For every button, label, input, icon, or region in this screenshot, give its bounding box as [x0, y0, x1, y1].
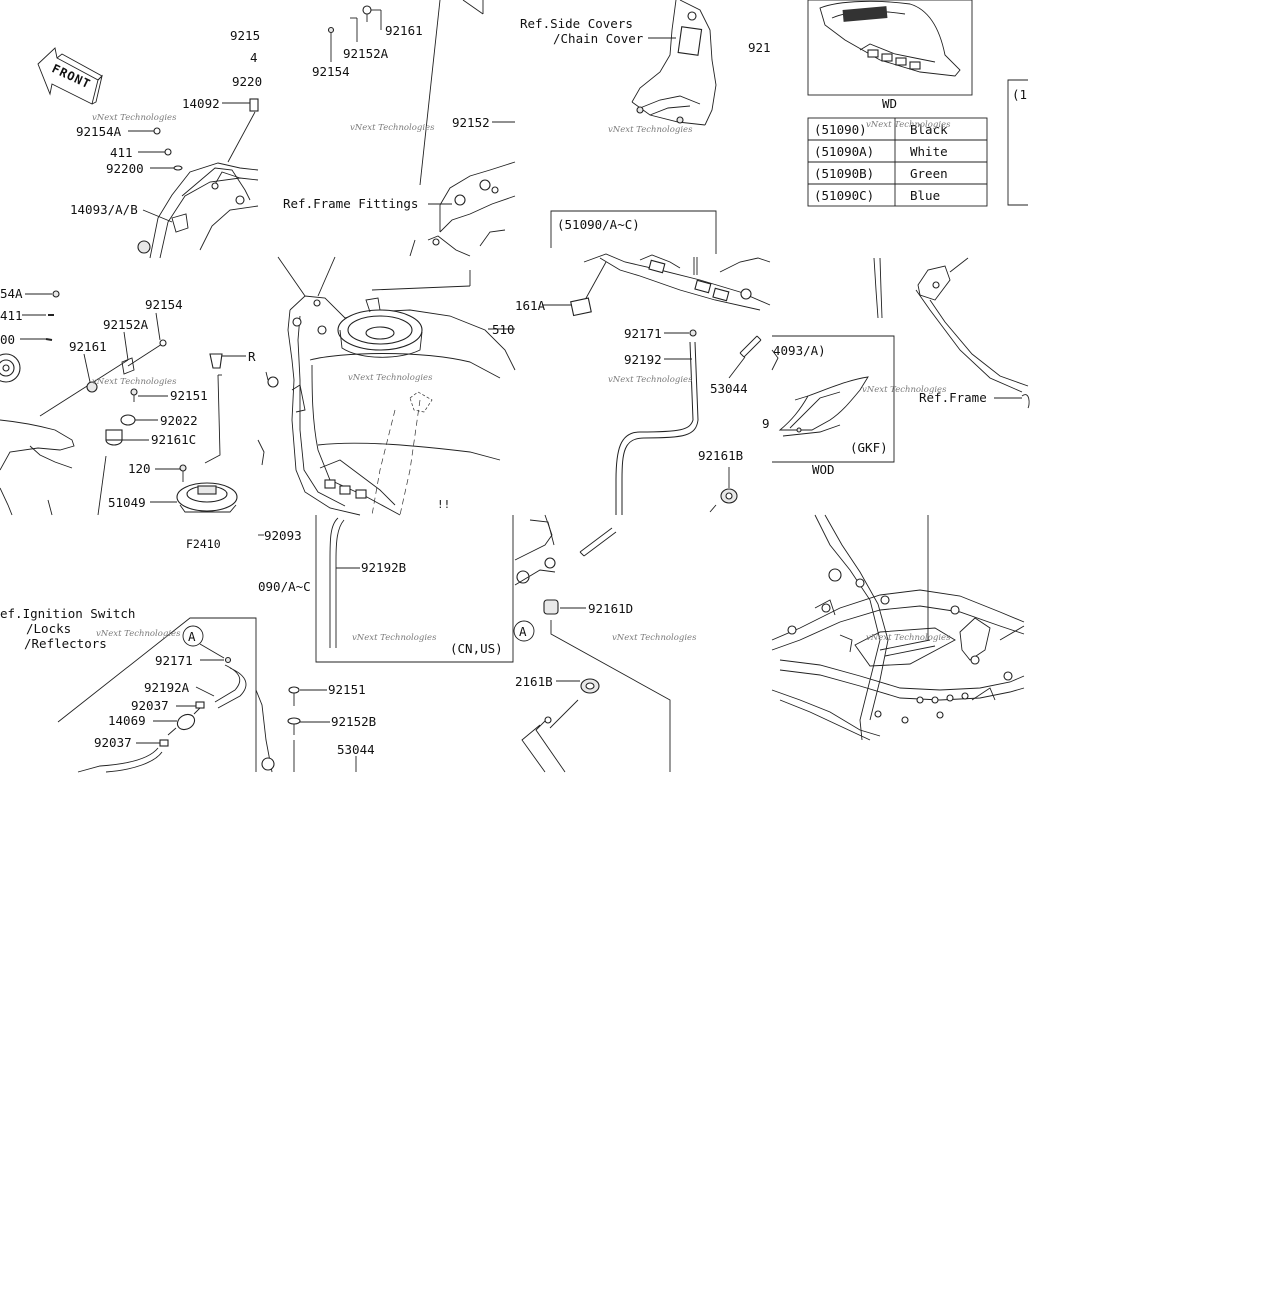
label-1-cut: (1	[1012, 87, 1027, 102]
watermark-4: vNext Technologies	[866, 120, 951, 130]
label-92161-top: 92161	[385, 23, 423, 38]
label-14069: 14069	[108, 713, 146, 728]
label-ref-side-covers: Ref.Side Covers	[520, 16, 633, 31]
label-14093ab: 14093/A/B	[70, 202, 138, 217]
label-gkf: (GKF)	[850, 440, 888, 455]
front-arrow-icon: FRONT	[37, 47, 103, 105]
watermark-2: vNext Technologies	[350, 123, 435, 133]
label-411-left: 411	[0, 308, 23, 323]
label-92192b: 92192B	[361, 560, 406, 575]
label-00-cut: 00	[0, 332, 15, 347]
label-92037-b: 92037	[94, 735, 132, 750]
label-510-cut: 510	[492, 322, 515, 337]
label-14092: 14092	[182, 96, 220, 111]
label-090ac-cut: 090/A~C	[258, 579, 311, 594]
label-92037-a: 92037	[131, 698, 169, 713]
watermark-11: vNext Technologies	[612, 633, 697, 643]
circle-a-mid: A	[519, 624, 527, 639]
label-f2410: F2410	[186, 537, 221, 551]
color-variant-table: (51090) Black (51090A) White (51090B) Gr…	[807, 117, 988, 207]
panel-mid-center: (51090/A~C) 161A 92171 92192 53044 92161…	[515, 210, 771, 515]
label-411-top: 411	[110, 145, 133, 160]
label-92161c: 92161C	[151, 432, 196, 447]
panel-bottom-middle: 92093 090/A~C 92192B (CN,US) 92151 92152…	[255, 515, 514, 773]
panel-fuel-tank: 510 !! vNext Technologies	[257, 256, 516, 516]
label-reflectors: /Reflectors	[24, 636, 107, 651]
label-ref-ignition: ef.Ignition Switch	[0, 606, 135, 621]
watermark-8: vNext Technologies	[862, 385, 947, 395]
table-color-0: Black	[910, 122, 948, 137]
watermark-7: vNext Technologies	[608, 375, 693, 385]
label-wod: WOD	[812, 462, 835, 477]
label-cn-us: (CN,US)	[450, 641, 503, 656]
label-4093a-cut: 4093/A)	[773, 343, 826, 358]
label-92152a-top: 92152A	[343, 46, 389, 61]
panel-frame: vNext Technologies	[771, 514, 1025, 741]
label-92154a-top: 92154A	[76, 124, 122, 139]
panel-top-left: 92154A 411 92200 14092 14093/A/B 9215 4 …	[70, 28, 262, 259]
label-92171-mid: 92171	[624, 326, 662, 341]
watermark-5: vNext Technologies	[92, 377, 177, 387]
label-92022: 92022	[160, 413, 198, 428]
table-code-3: (51090C)	[814, 188, 874, 203]
label-92154-top: 92154	[312, 64, 350, 79]
label-9-cut: 9	[762, 416, 770, 431]
circle-a-left: A	[188, 629, 196, 644]
label-locks: /Locks	[26, 621, 71, 636]
panel-top-center-right: Ref.Side Covers /Chain Cover 921 vNext T…	[520, 0, 771, 135]
label-92151-bot: 92151	[328, 682, 366, 697]
label-wd: WD	[882, 96, 897, 111]
panel-mid-right: 4093/A) (GKF) WOD Ref.Frame vNext Techno…	[771, 257, 1030, 477]
label-92152-mid: 92152	[452, 115, 490, 130]
label-4-cut: 4	[250, 50, 258, 65]
label-92152a-left: 92152A	[103, 317, 149, 332]
label-92152b: 92152B	[331, 714, 376, 729]
label-r-cut: R	[248, 349, 256, 364]
label-53044-mid: 53044	[710, 381, 748, 396]
label-120: 120	[128, 461, 151, 476]
panel-bottom-center-right: A 92161D 2161B vNext Technologies	[513, 514, 697, 773]
table-code-1: (51090A)	[814, 144, 874, 159]
label-51090ac: (51090/A~C)	[557, 217, 640, 232]
label-51049: 51049	[108, 495, 146, 510]
label-ref-frame-fittings: Ref.Frame Fittings	[283, 196, 418, 211]
table-color-3: Blue	[910, 188, 940, 203]
table-color-1: White	[910, 144, 948, 159]
label-92192a: 92192A	[144, 680, 190, 695]
watermark-10: vNext Technologies	[352, 633, 437, 643]
label-mark-cut: !!	[437, 498, 450, 511]
label-53044-bot: 53044	[337, 742, 375, 757]
table-color-2: Green	[910, 166, 948, 181]
label-54a-cut: 54A	[0, 286, 23, 301]
label-921-cut: 921	[748, 40, 771, 55]
panel-top-middle: 92161 92152A 92154 92152 Ref.Frame Fitti…	[283, 0, 516, 257]
label-92151-left: 92151	[170, 388, 208, 403]
panel-mid-left: 54A 411 00 92161 92152A 92154 92151 9202…	[0, 286, 256, 516]
label-9220-cut: 9220	[232, 74, 262, 89]
label-92161-left: 92161	[69, 339, 107, 354]
watermark-12: vNext Technologies	[866, 633, 951, 643]
panel-top-right: WD (51090) Black (51090A) White (51090B)…	[807, 0, 1028, 207]
label-chain-cover: /Chain Cover	[553, 31, 644, 46]
watermark-6: vNext Technologies	[348, 373, 433, 383]
table-code-0: (51090)	[814, 122, 867, 137]
table-code-2: (51090B)	[814, 166, 874, 181]
label-92161d: 92161D	[588, 601, 633, 616]
panel-bottom-left: F2410 ef.Ignition Switch /Locks /Reflect…	[0, 537, 257, 773]
label-92154-left: 92154	[145, 297, 183, 312]
label-92161b-mid: 92161B	[698, 448, 743, 463]
watermark-3: vNext Technologies	[608, 125, 693, 135]
label-161a-cut: 161A	[515, 298, 546, 313]
label-2161b-cut: 2161B	[515, 674, 553, 689]
label-92171-bl: 92171	[155, 653, 193, 668]
label-9215-cut: 9215	[230, 28, 260, 43]
label-ref-frame: Ref.Frame	[919, 390, 987, 405]
label-92192-mid: 92192	[624, 352, 662, 367]
label-92093: 92093	[264, 528, 302, 543]
watermark-9: vNext Technologies	[96, 629, 181, 639]
label-92200-top: 92200	[106, 161, 144, 176]
watermark-1: vNext Technologies	[92, 113, 177, 123]
